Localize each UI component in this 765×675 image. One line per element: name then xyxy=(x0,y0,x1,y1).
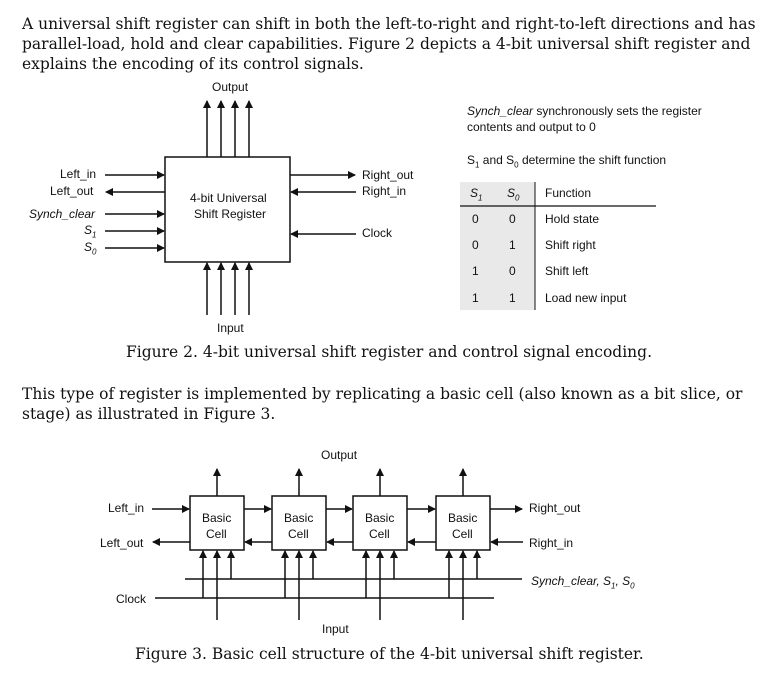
fig2-right-in-label: Right_in xyxy=(362,184,407,198)
fig2-table-cell-s1: 0 xyxy=(472,238,479,252)
fig2-note-line-1: Synch_clear synchronously sets the regis… xyxy=(467,104,702,118)
fig3-cell-2-label-2: Cell xyxy=(288,527,309,541)
fig3-cell-1-label-2: Cell xyxy=(206,527,227,541)
fig2-block-label-1: 4-bit Universal xyxy=(190,191,267,205)
fig2-table-cell-function: Hold state xyxy=(545,212,600,226)
fig3-left-in-label: Left_in xyxy=(108,501,145,515)
fig3-control-label: Synch_clear, S1, S0 xyxy=(531,574,635,591)
fig2-left-out-label: Left_out xyxy=(50,184,94,198)
fig3-right-signals xyxy=(490,505,523,546)
fig2-input-label: Input xyxy=(217,321,244,335)
fig2-table-cell-s0: 0 xyxy=(509,264,516,278)
fig2-table-cell-function: Shift right xyxy=(545,238,596,252)
fig2-table-background xyxy=(460,182,535,310)
fig3-right-in-label: Right_in xyxy=(529,536,574,550)
fig2-s1-label: S1 xyxy=(84,223,97,240)
intro-line-2: parallel-load, hold and clear capabiliti… xyxy=(22,35,751,53)
intro-paragraph: A universal shift register can shift in … xyxy=(22,14,756,74)
fig2-right-out-label: Right_out xyxy=(362,168,414,182)
fig2-block-label-2: Shift Register xyxy=(194,207,267,221)
fig2-left-in-label: Left_in xyxy=(60,167,97,181)
fig3-caption: Figure 3. Basic cell structure of the 4-… xyxy=(135,645,644,663)
fig2-table-header-s0: S0 xyxy=(507,186,520,203)
middle-line-1: This type of register is implemented by … xyxy=(22,385,743,403)
fig2-clock-label: Clock xyxy=(362,226,393,240)
fig3-input-label: Input xyxy=(322,622,349,636)
fig2-table-cell-function: Shift left xyxy=(545,264,589,278)
fig2-table-cell-function: Load new input xyxy=(545,291,627,305)
fig2-table-cell-s0: 1 xyxy=(509,238,516,252)
fig3-right-out-label: Right_out xyxy=(529,501,581,515)
fig3-intercell-links xyxy=(244,505,436,546)
middle-line-2: stage) as illustrated in Figure 3. xyxy=(22,405,276,423)
fig2-table-cell-s0: 0 xyxy=(509,212,516,226)
fig3-left-signals xyxy=(152,505,190,546)
fig2-output-label: Output xyxy=(212,80,249,94)
fig3-cell-4-label-1: Basic xyxy=(448,511,478,525)
fig2-table-cell-s1: 0 xyxy=(472,212,479,226)
fig3-cell-inputs xyxy=(199,550,481,620)
fig2-right-signals xyxy=(290,171,356,238)
fig2-s0-label: S0 xyxy=(84,240,97,257)
fig2-left-signals xyxy=(105,171,165,252)
fig3-buses xyxy=(155,578,522,599)
fig2-input-arrows xyxy=(203,262,253,315)
intro-line-1: A universal shift register can shift in … xyxy=(22,15,756,33)
fig2-output-arrows xyxy=(203,100,253,157)
fig3-cell-3-label-1: Basic xyxy=(365,511,395,525)
middle-paragraph: This type of register is implemented by … xyxy=(22,384,742,424)
fig3-cell-2 xyxy=(271,495,327,551)
fig3-left-out-label: Left_out xyxy=(100,536,144,550)
fig3-cell-4-label-2: Cell xyxy=(452,527,473,541)
fig2-table-header-function: Function xyxy=(545,186,592,200)
fig2-synch-clear-label: Synch_clear xyxy=(29,207,96,221)
fig3-cell-3-label-2: Cell xyxy=(369,527,390,541)
fig2-table-cell-s0: 1 xyxy=(509,291,516,305)
fig2-table-cell-s1: 1 xyxy=(472,264,479,278)
fig2-caption: Figure 2. 4-bit universal shift register… xyxy=(126,343,653,361)
fig2-table-cell-s1: 1 xyxy=(472,291,479,305)
fig3-output-arrows xyxy=(213,468,467,496)
intro-line-3: explains the encoding of its control sig… xyxy=(22,55,364,73)
fig3-cell-1-label-1: Basic xyxy=(202,511,232,525)
fig3-cell-2-label-1: Basic xyxy=(284,511,314,525)
fig2-note-line-3: S1 and S0 determine the shift function xyxy=(467,153,667,170)
fig2-note-line-2: contents and output to 0 xyxy=(467,120,596,134)
fig2-table-header-s1: S1 xyxy=(470,186,483,203)
fig3-output-label: Output xyxy=(321,448,358,462)
fig3-clock-label: Clock xyxy=(116,592,147,606)
fig2-register-block xyxy=(164,156,291,263)
